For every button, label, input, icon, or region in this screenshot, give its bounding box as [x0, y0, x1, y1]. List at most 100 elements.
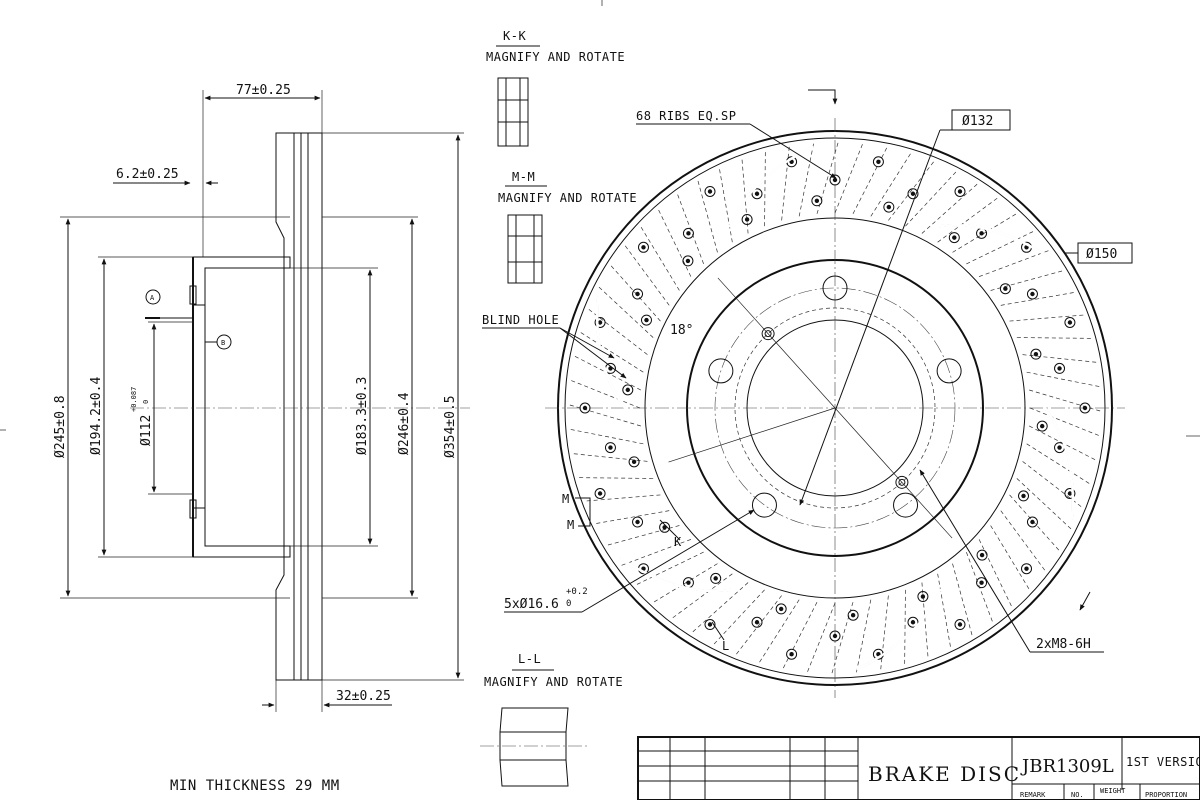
drilled-hole [1030, 348, 1042, 360]
drilled-hole-core [832, 633, 838, 639]
rib-line [570, 379, 641, 409]
drilled-hole-core [979, 231, 984, 236]
rib-line [1026, 371, 1101, 388]
drilled-hole [710, 572, 722, 584]
rib-line [978, 249, 1050, 277]
slot-groove-inner [1043, 406, 1075, 520]
drilled-hole [704, 185, 716, 197]
drilled-hole-core [641, 566, 646, 571]
detail-mm: M-M MAGNIFY AND ROTATE [498, 170, 637, 284]
drilled-hole [622, 384, 634, 396]
drilled-hole-core [957, 622, 963, 627]
dim-d245: Ø245±0.8 [53, 395, 68, 458]
d150-callout: Ø150 [1086, 247, 1117, 262]
drilled-hole-core [876, 652, 881, 657]
drilled-hole [1064, 488, 1076, 500]
side-section-view: 77±0.25 6.2±0.25 Ø245±0.8 Ø194.2±0.4 A B… [53, 83, 470, 794]
drilled-hole-core [582, 405, 588, 411]
rib-line [781, 145, 790, 221]
wheel-bolt-hole [893, 492, 919, 518]
drilled-hole [999, 283, 1011, 295]
drilled-hole-core [1021, 493, 1026, 499]
rib-line [816, 141, 839, 214]
rib-line [598, 286, 654, 338]
part-number: JBR1309L [1020, 756, 1114, 777]
drilled-hole [751, 616, 763, 628]
dim-hat-6-2: 6.2±0.25 [116, 167, 179, 182]
drilled-hole-core [832, 177, 838, 183]
rib-line [806, 602, 836, 673]
rib-line [713, 589, 765, 645]
title-block: BRAKE DISC JBR1309L 1ST VERSION REMARK N… [637, 736, 1200, 800]
dim-width-77: 77±0.25 [236, 83, 291, 98]
detail-mm-tag: M-M [512, 170, 535, 184]
slot-groove-inner [619, 557, 732, 593]
rib-line [921, 183, 979, 234]
rib-line [636, 551, 704, 586]
drilled-hole [917, 591, 929, 603]
drilled-hole [1036, 420, 1048, 432]
col-weight: WEIGHT [1100, 787, 1126, 795]
rib-line [691, 582, 749, 633]
drilled-hole-core [1024, 566, 1029, 571]
dim-d183: Ø183.3±0.3 [355, 377, 370, 455]
rib-line [952, 213, 1017, 253]
drilled-hole [847, 609, 859, 621]
drilled-hole-core [1067, 320, 1073, 325]
rotor-front-geometry [545, 118, 1125, 698]
rib-line [1000, 292, 1075, 306]
drilled-hole-core [920, 594, 926, 599]
rib-line [1009, 314, 1085, 322]
rib-line [1016, 478, 1072, 530]
rib-line [937, 197, 999, 243]
rib-line [653, 563, 718, 603]
drilled-hole-core [1067, 491, 1073, 496]
wheel-bolt-hole [822, 275, 848, 301]
drilled-hole-core [754, 620, 760, 625]
dim-d354: Ø354±0.5 [443, 395, 458, 458]
bolt-tol-upper: +0.2 [566, 587, 588, 597]
rib-line [579, 331, 644, 373]
drilled-hole-core [957, 189, 963, 194]
drilled-hole [604, 442, 616, 454]
section-m-upper: M [562, 492, 570, 506]
drilled-hole [775, 603, 787, 615]
drilled-hole [954, 185, 966, 197]
drilled-hole [976, 549, 988, 561]
drilled-hole [741, 213, 753, 225]
rib-line [620, 539, 692, 567]
drilled-hole [640, 314, 652, 326]
rib-line [831, 602, 854, 675]
slot-groove-inner [728, 145, 814, 228]
slot-groove-inner [595, 296, 627, 410]
drilled-hole [632, 516, 644, 528]
rib-line [607, 525, 680, 546]
drilled-hole-core [707, 189, 713, 194]
detail-kk-caption: MAGNIFY AND ROTATE [486, 50, 625, 64]
rib-line [904, 589, 906, 665]
wheel-bolt-hole [936, 358, 962, 384]
rib-line [568, 404, 641, 427]
rib-line [587, 308, 648, 355]
ribs-callout: 68 RIBS EQ.SP [636, 109, 736, 123]
drilled-hole-core [789, 159, 794, 164]
part-name: BRAKE DISC [868, 762, 1021, 786]
rib-line [990, 525, 1030, 590]
rib-line [640, 226, 680, 291]
rib-line [569, 428, 644, 445]
drilled-hole [1054, 362, 1066, 374]
drilled-hole-core [608, 445, 613, 450]
threaded-hole-core [764, 330, 772, 338]
drilled-hole-core [979, 552, 985, 558]
dim-d112-tol-lower: 0 [142, 400, 150, 404]
threaded-hole-core [898, 478, 906, 486]
drilled-hole-core [1033, 351, 1039, 357]
detail-ll-tag: L-L [518, 652, 541, 666]
bolt-tol-lower: 0 [566, 599, 571, 609]
drilled-hole-core [979, 580, 984, 585]
drilled-hole [954, 619, 966, 631]
dim-d112: Ø112 [139, 415, 154, 446]
drilled-hole [1021, 563, 1033, 575]
angle-callout: 18° [670, 323, 693, 338]
